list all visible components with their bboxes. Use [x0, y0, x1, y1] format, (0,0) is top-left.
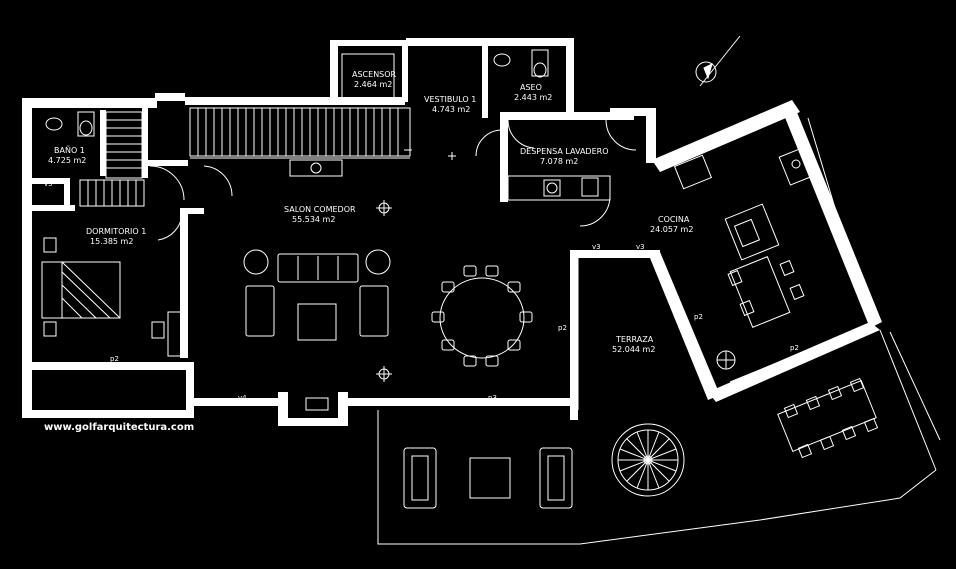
- despensa-name: DESPENSA LAVADERO: [520, 147, 609, 156]
- dormitorio-area: 15.385 m2: [90, 237, 133, 246]
- dormitorio-name: DORMITORIO 1: [86, 227, 146, 236]
- walls: [22, 38, 882, 426]
- opening-p3: p3: [488, 394, 497, 402]
- aseo-name: ASEO: [520, 83, 542, 92]
- watermark: www.golfarquitectura.com: [44, 422, 194, 433]
- opening-v3-a: v3: [592, 243, 601, 251]
- opening-v4: v4: [238, 394, 247, 402]
- ascensor-area: 2.464 m2: [354, 80, 392, 89]
- salon-area: 55.534 m2: [292, 215, 335, 224]
- opening-v3-b: v3: [636, 243, 645, 251]
- bano-area: 4.725 m2: [48, 156, 86, 165]
- bano-name: BAÑO 1: [54, 145, 85, 155]
- aseo-area: 2.443 m2: [514, 93, 552, 102]
- vestibulo-name: VESTIBULO 1: [424, 95, 476, 104]
- opening-p2-terraza: p2: [558, 324, 567, 332]
- opening-p2-cocina-a: p2: [694, 313, 703, 321]
- linework: [40, 35, 941, 545]
- opening-v5: v5: [44, 180, 53, 188]
- opening-labels: v5 v3 v3 p2 p2 p2 p2 v4 p3: [44, 180, 799, 402]
- despensa-area: 7.078 m2: [540, 157, 578, 166]
- salon-name: SALON COMEDOR: [284, 205, 356, 214]
- terraza-area: 52.044 m2: [612, 345, 655, 354]
- room-labels: ASCENSOR 2.464 m2 VESTIBULO 1 4.743 m2 A…: [48, 70, 693, 354]
- opening-p2-cocina-b: p2: [790, 344, 799, 352]
- cocina-name: COCINA: [658, 215, 690, 224]
- ascensor-name: ASCENSOR: [352, 70, 397, 79]
- vestibulo-area: 4.743 m2: [432, 105, 470, 114]
- opening-p2-dormitorio: p2: [110, 355, 119, 363]
- cocina-area: 24.057 m2: [650, 225, 693, 234]
- terraza-name: TERRAZA: [615, 335, 654, 344]
